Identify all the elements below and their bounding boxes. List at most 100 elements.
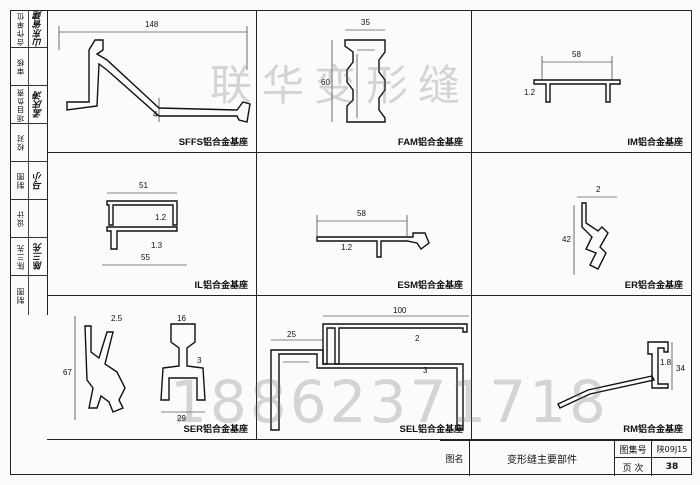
im-caption: IM铝合金基座 [627, 135, 683, 148]
ser-dim-base-width: 29 [177, 414, 186, 423]
profile-cell-sel: 100 25 2 3 SEL铝合金基座 [257, 296, 472, 440]
profile-cell-esm: 58 1.2 ESM铝合金基座 [257, 153, 472, 296]
il-dim-thickness-top: 1.2 [155, 213, 167, 222]
sidebar-row: 陈三先 陈三先 [10, 238, 47, 276]
sidebar-label: 制图 [15, 287, 25, 304]
sffs-code: SFFS [178, 137, 203, 148]
im-dim-width: 58 [572, 50, 581, 59]
profile-cell-fam: 35 60 FAM铝合金基座 [257, 10, 472, 153]
sel-dim-base-thickness: 3 [423, 366, 428, 375]
title-block: 图名 变形缝主要部件 图集号 陕09J15 页 次 38 [440, 440, 692, 476]
profile-grid: 148 4 SFFS铝合金基座 35 60 FAM铝合金基座 [47, 10, 692, 440]
fam-caption: FAM铝合金基座 [398, 135, 463, 148]
fam-dim-height: 60 [321, 78, 330, 87]
atlas-value: 陕09J15 [652, 441, 692, 458]
page-value: 38 [665, 462, 679, 472]
sidebar-row: 审核 [10, 48, 47, 86]
fam-code: FAM [397, 137, 418, 148]
sidebar-label: 设计 [15, 210, 25, 227]
sidebar-row: 制图 马小 [10, 162, 47, 200]
ser-dim-gap: 3 [197, 356, 202, 365]
im-name: 铝合金基座 [637, 138, 683, 148]
profile-cell-rm: 1.8 34 RM铝合金基座 [472, 296, 692, 440]
fam-name: 铝合金基座 [417, 138, 463, 148]
esm-dim-width: 58 [357, 209, 366, 218]
ser-name: 铝合金基座 [202, 425, 248, 435]
il-dim-thickness-bottom: 1.3 [151, 241, 163, 250]
esm-caption: ESM铝合金基座 [397, 278, 463, 291]
title-block-title: 变形缝主要部件 [470, 441, 615, 476]
il-profile-drawing [102, 192, 187, 266]
sidebar-row: 项目负责 孟庆涛 [10, 86, 47, 124]
sidebar-label: 校对 [15, 134, 25, 151]
ser-profile-drawing [74, 316, 206, 420]
sidebar-label: 制图 [15, 172, 25, 189]
sffs-dim-thickness: 4 [153, 110, 158, 119]
er-dim-thickness: 2 [596, 185, 601, 194]
il-code: IL [194, 280, 203, 291]
fam-dim-width: 35 [361, 18, 370, 27]
sidebar-label: 合作单位 [15, 11, 25, 46]
ser-dim-height: 67 [63, 368, 72, 377]
sel-caption: SEL铝合金基座 [400, 422, 464, 435]
er-profile-drawing [573, 196, 617, 275]
sel-dim-flange: 25 [287, 330, 296, 339]
im-dim-thickness: 1.2 [524, 88, 536, 97]
sffs-profile-drawing [58, 26, 251, 123]
sidebar-label: 项目负责 [15, 87, 25, 122]
esm-profile-drawing [316, 215, 430, 258]
rm-code: RM [623, 424, 638, 435]
sidebar-row: 制图 [10, 276, 47, 315]
er-name: 铝合金基座 [637, 281, 683, 291]
profile-cell-ser: 2.5 67 16 3 29 SER铝合金基座 [47, 296, 257, 440]
sel-dim-top-thickness: 2 [415, 334, 420, 343]
profile-cell-er: 2 42 ER铝合金基座 [472, 153, 692, 296]
im-profile-drawing [533, 56, 621, 103]
fam-profile-drawing [331, 29, 386, 123]
sidebar-row: 设计 [10, 200, 47, 238]
sffs-name: 铝合金基座 [202, 138, 248, 148]
il-caption: IL铝合金基座 [195, 278, 248, 291]
sel-name: 铝合金基座 [417, 425, 463, 435]
profile-cell-im: 58 1.2 IM铝合金基座 [472, 10, 692, 153]
sidebar-signature: 陈三先 [33, 243, 44, 270]
page-label: 页 次 [615, 458, 652, 476]
il-name: 铝合金基座 [202, 281, 248, 291]
er-dim-height: 42 [562, 235, 571, 244]
sidebar-signature: 山东省建 [33, 10, 44, 47]
sidebar-row: 校对 [10, 124, 47, 162]
esm-code: ESM [397, 280, 418, 291]
sidebar-label: 陈三先 [15, 243, 25, 270]
rm-profile-drawing [557, 341, 673, 409]
title-block-label: 图名 [440, 441, 470, 476]
sidebar-signature: 孟庆涛 [33, 91, 44, 118]
er-caption: ER铝合金基座 [625, 278, 683, 291]
il-dim-width-bottom: 55 [141, 253, 150, 262]
sffs-dim-width: 148 [145, 20, 159, 29]
er-code: ER [624, 280, 638, 291]
sidebar-signature: 马小 [33, 171, 44, 190]
rm-caption: RM铝合金基座 [623, 422, 683, 435]
ser-dim-top-width: 16 [177, 314, 186, 323]
ser-dim-thickness: 2.5 [111, 314, 123, 323]
atlas-label: 图集号 [615, 441, 652, 458]
rm-dim-thickness: 1.8 [660, 358, 672, 367]
esm-dim-thickness: 1.2 [341, 243, 353, 252]
sidebar-label: 审核 [15, 58, 25, 75]
rm-name: 铝合金基座 [637, 425, 683, 435]
ser-caption: SER铝合金基座 [183, 422, 248, 435]
signature-sidebar: 合作单位 山东省建 审核 项目负责 孟庆涛 校对 制图 马小 设计 陈三先 陈三… [10, 10, 48, 315]
rm-dim-height: 34 [676, 364, 685, 373]
sel-dim-width: 100 [393, 306, 407, 315]
profile-cell-sffs: 148 4 SFFS铝合金基座 [47, 10, 257, 153]
sffs-caption: SFFS铝合金基座 [179, 135, 248, 148]
ser-code: SER [183, 424, 203, 435]
sel-code: SEL [399, 424, 418, 435]
im-code: IM [627, 137, 638, 148]
il-dim-width-top: 51 [139, 181, 148, 190]
profile-cell-il: 51 1.2 1.3 55 IL铝合金基座 [47, 153, 257, 296]
sidebar-row: 合作单位 山东省建 [10, 10, 47, 48]
esm-name: 铝合金基座 [417, 281, 463, 291]
sel-profile-drawing [270, 315, 469, 431]
